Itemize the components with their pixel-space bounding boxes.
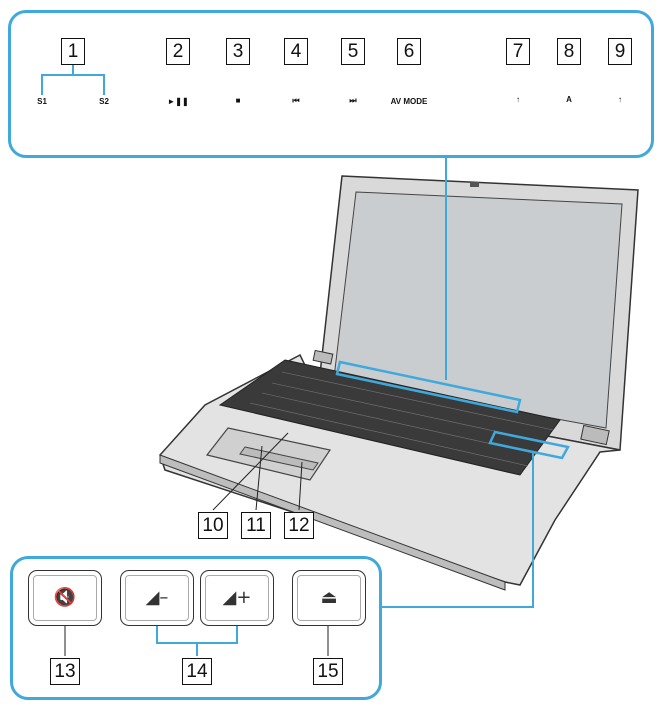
volume-up-icon: ◢+ <box>222 587 252 608</box>
num-lock-indicator-icon: ↑ <box>516 95 520 104</box>
callout-3: 3 <box>226 38 250 65</box>
callout-13: 13 <box>50 658 80 685</box>
caps-lock-indicator-icon: A <box>566 95 572 104</box>
callout-1: 1 <box>61 38 85 65</box>
keyboard-area <box>218 359 561 476</box>
callout-14: 14 <box>182 658 212 685</box>
mute-icon: 🔇 <box>53 587 77 608</box>
callout-11: 11 <box>241 512 271 539</box>
callout-6: 6 <box>397 38 421 65</box>
leader-line-12 <box>298 461 303 511</box>
media-buttons-panel <box>8 10 654 158</box>
scroll-lock-indicator-icon: ↑ <box>618 95 622 104</box>
leader-line-10 <box>212 432 289 511</box>
volume-up-button[interactable]: ◢+ <box>200 570 274 626</box>
callout-12: 12 <box>284 512 314 539</box>
callout-5: 5 <box>341 38 365 65</box>
stop-icon: ■ <box>235 96 241 105</box>
volume-down-icon: ◢– <box>145 587 169 608</box>
eject-icon: ⏏ <box>320 587 338 608</box>
hinge-right <box>580 424 610 446</box>
callout-10: 10 <box>198 512 228 539</box>
callout-7: 7 <box>506 38 530 65</box>
mute-button[interactable]: 🔇 <box>28 570 102 626</box>
next-track-icon: ⏭ <box>349 96 357 105</box>
callout-9: 9 <box>608 38 632 65</box>
laptop-screen <box>333 191 623 429</box>
av-mode-label: AV MODE <box>390 97 428 106</box>
callout-4: 4 <box>284 38 308 65</box>
eject-button[interactable]: ⏏ <box>292 570 366 626</box>
webcam <box>470 182 479 187</box>
label-s1: S1 <box>37 97 47 106</box>
callout-2: 2 <box>166 38 190 65</box>
media-button-strip <box>335 360 522 414</box>
leader-line-bottom <box>382 452 534 608</box>
callout-15: 15 <box>313 658 343 685</box>
label-s2: S2 <box>99 97 109 106</box>
special-keys-panel <box>10 556 382 700</box>
touchpad-buttons <box>239 446 319 471</box>
leader-line-11 <box>255 445 263 511</box>
play-pause-icon: ►❚❚ <box>167 97 189 106</box>
volume-down-button[interactable]: ◢– <box>120 570 194 626</box>
media-keys-highlight <box>488 430 570 460</box>
hinge-left <box>312 349 334 365</box>
callout-8: 8 <box>557 38 581 65</box>
laptop-front-edge <box>159 454 506 591</box>
previous-track-icon: ⏮ <box>292 96 300 105</box>
